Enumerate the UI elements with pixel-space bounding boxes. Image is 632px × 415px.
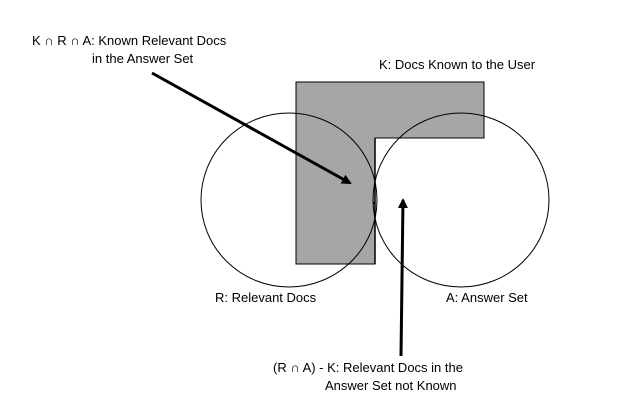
known-docs-region: [295, 81, 485, 265]
arrow-unknown-relevant: [397, 198, 408, 357]
label-relevant: R: Relevant Docs: [215, 290, 317, 305]
label-answer: A: Answer Set: [446, 290, 528, 305]
answer-set-ellipse: [372, 112, 550, 288]
label-known-relevant-line2: in the Answer Set: [92, 51, 194, 66]
label-known-relevant-line1: K ∩ R ∩ A: Known Relevant Docs: [32, 33, 227, 48]
label-unknown-relevant-line2: Answer Set not Known: [325, 378, 457, 393]
label-known-user: K: Docs Known to the User: [379, 57, 536, 72]
relevant-docs-ellipse: [200, 112, 378, 288]
arrow-known-relevant: [151, 71, 352, 185]
label-unknown-relevant-line1: (R ∩ A) - K: Relevant Docs in the: [273, 360, 463, 375]
